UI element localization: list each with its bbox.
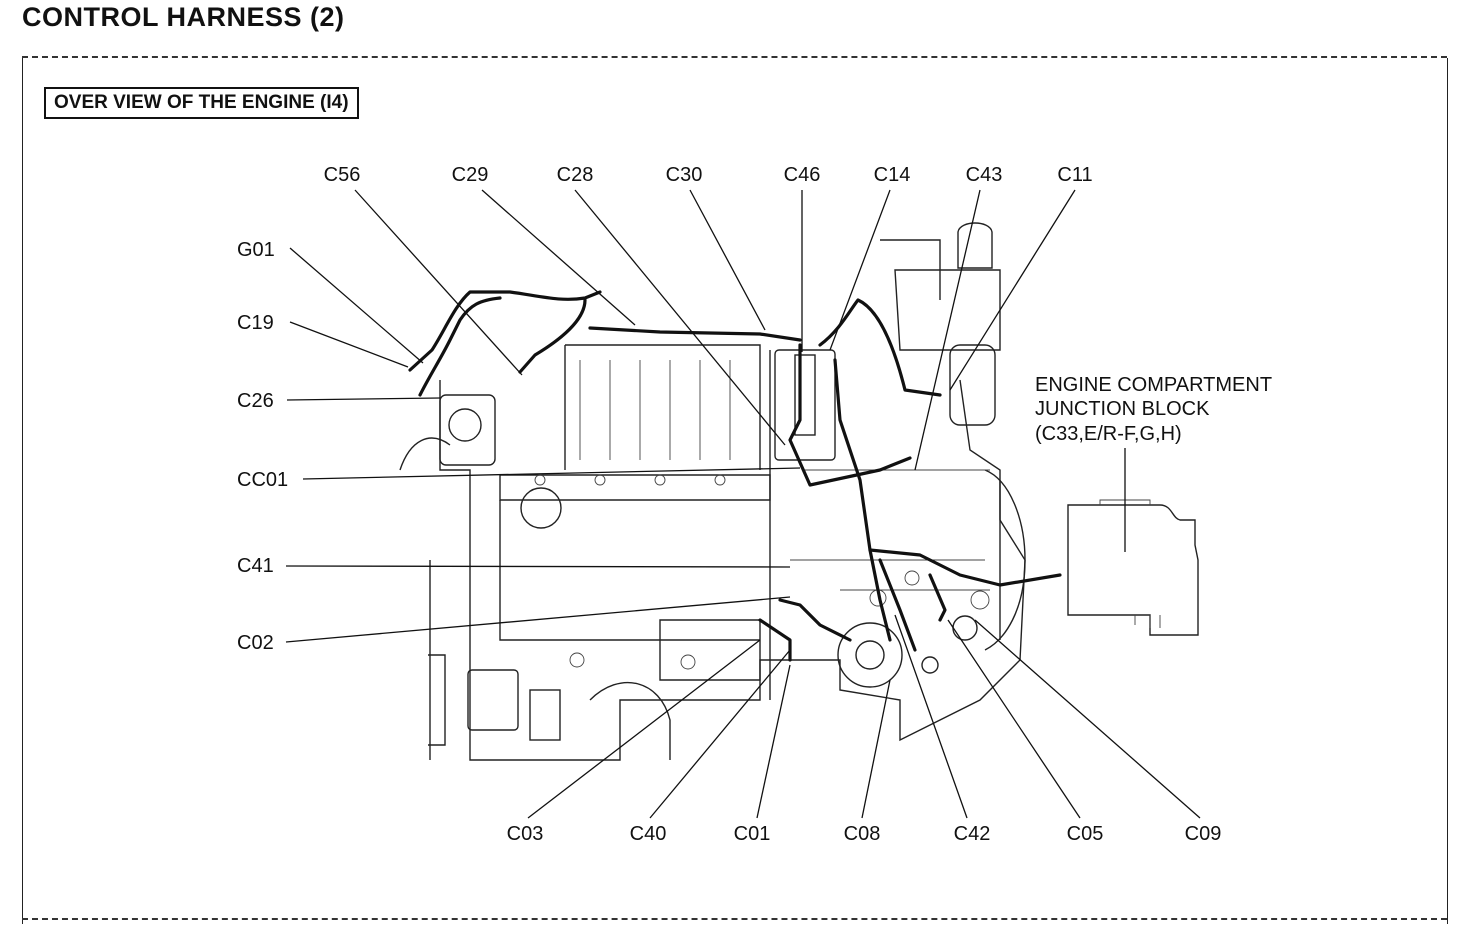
- label-c14: C14: [874, 164, 911, 186]
- label-c19: C19: [237, 312, 274, 334]
- label-c40: C40: [630, 823, 667, 845]
- label-c56: C56: [324, 164, 361, 186]
- frame-bottom-border: [22, 918, 1447, 920]
- label-c05: C05: [1067, 823, 1104, 845]
- label-c11: C11: [1057, 164, 1092, 186]
- junction-block-line-1: ENGINE COMPARTMENT: [1035, 374, 1272, 396]
- junction-block-line-2: JUNCTION BLOCK: [1035, 398, 1210, 420]
- junction-block-drawing: [1067, 499, 1199, 636]
- label-g01: G01: [237, 239, 275, 261]
- label-c02: C02: [237, 632, 274, 654]
- label-c30: C30: [666, 164, 703, 186]
- label-c43: C43: [966, 164, 1003, 186]
- label-c26: C26: [237, 390, 274, 412]
- junction-block-line-3: (C33,E/R-F,G,H): [1035, 423, 1182, 445]
- page-title: CONTROL HARNESS (2): [22, 2, 345, 32]
- bottom-connector-labels: C03 C40 C01 C08 C42 C05 C09: [507, 823, 1222, 845]
- label-c46: C46: [784, 164, 821, 186]
- frame-top-border: [22, 56, 1447, 58]
- leader-lines: [285, 189, 1201, 819]
- section-heading: OVER VIEW OF THE ENGINE (I4): [44, 87, 359, 119]
- label-c09: C09: [1185, 823, 1222, 845]
- label-c42: C42: [954, 823, 991, 845]
- label-c01: C01: [734, 823, 771, 845]
- label-c28: C28: [557, 164, 594, 186]
- label-c03: C03: [507, 823, 544, 845]
- label-cc01: CC01: [237, 469, 288, 491]
- left-connector-labels: G01 C19 C26 CC01 C41 C02: [237, 239, 288, 654]
- top-connector-labels: C56 C29 C28 C30 C46 C14 C43 C11: [324, 164, 1093, 186]
- label-c29: C29: [452, 164, 489, 186]
- harness-routing: [408, 290, 1062, 662]
- label-c08: C08: [844, 823, 881, 845]
- junction-block-label: ENGINE COMPARTMENT JUNCTION BLOCK (C33,E…: [1035, 374, 1272, 445]
- engine-illustration: [399, 222, 1026, 761]
- label-c41: C41: [237, 555, 274, 577]
- diagram-frame: [22, 58, 1448, 924]
